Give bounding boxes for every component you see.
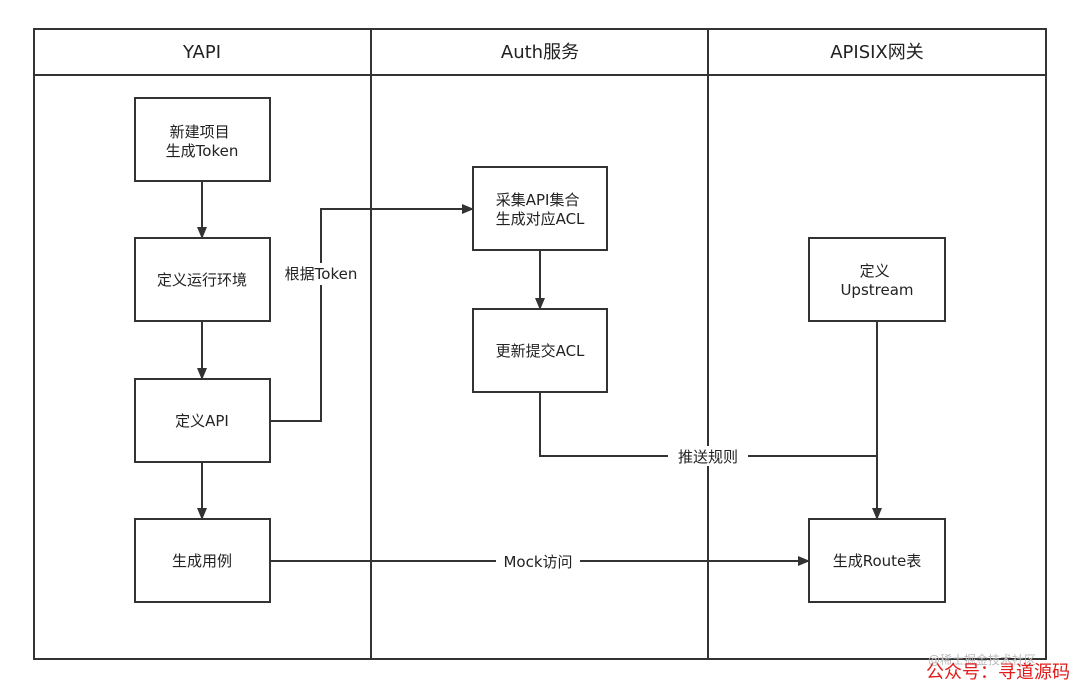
node-new-project — [134, 97, 271, 182]
watermark-faint: @稀土掘金技术社区 — [928, 652, 1036, 667]
node-new-project-line-1: 新建项目 — [170, 123, 230, 141]
edge-label-push-rules: 推送规则 — [678, 448, 738, 466]
node-collect-api-line-2: 生成对应ACL — [496, 210, 585, 228]
lane-title-auth: Auth服务 — [501, 42, 579, 63]
node-collect-api-line-1: 采集API集合 — [496, 191, 580, 209]
node-define-upstream-line-2: Upstream — [840, 281, 913, 299]
lane-title-apisix: APISIX网关 — [830, 42, 924, 63]
node-collect-api — [472, 166, 608, 251]
node-define-api-text: 定义API — [175, 412, 229, 430]
node-gen-route-text: 生成Route表 — [833, 552, 922, 570]
node-gen-route — [808, 518, 946, 603]
node-update-acl-text: 更新提交ACL — [496, 342, 585, 360]
node-define-upstream-text: 定义 Upstream — [840, 262, 913, 299]
token-label-bg — [279, 263, 363, 285]
node-gen-cases — [134, 518, 271, 603]
edge-label-mock-access: Mock访问 — [503, 553, 572, 571]
node-define-env-text: 定义运行环境 — [157, 271, 247, 289]
node-collect-api-text: 采集API集合 生成对应ACL — [496, 191, 585, 228]
watermark-red: 公众号：寻道源码 — [926, 662, 1070, 683]
edge-define-api-to-collect-api — [270, 204, 474, 422]
node-define-env — [134, 237, 271, 322]
node-new-project-text: 新建项目 生成Token — [166, 123, 239, 160]
edge-label-token: 根据Token — [285, 265, 358, 283]
node-new-project-line-2: 生成Token — [166, 142, 239, 160]
mock-label-bg — [496, 551, 580, 571]
push-label-bg — [668, 446, 748, 466]
node-define-api — [134, 378, 271, 463]
node-update-acl — [472, 308, 608, 393]
node-define-upstream-line-1: 定义 — [860, 262, 890, 280]
lane-title-yapi: YAPI — [182, 42, 221, 63]
edge-update-acl-push-line — [539, 392, 877, 457]
node-gen-cases-text: 生成用例 — [172, 552, 232, 570]
node-define-upstream — [808, 237, 946, 322]
